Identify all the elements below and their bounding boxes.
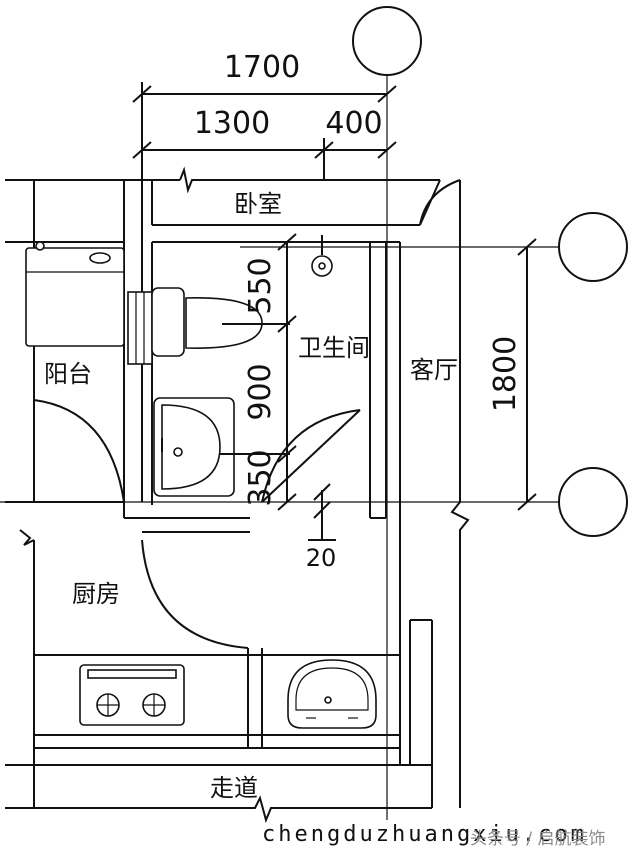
door-bathroom xyxy=(261,409,361,503)
top-dimensions xyxy=(132,82,397,180)
site-url: chengduzhuangxiu.com xyxy=(262,822,587,847)
label-balcony: 阳台 xyxy=(44,360,92,388)
dim-1300: 1300 xyxy=(194,106,270,141)
door-kitchen xyxy=(141,539,249,649)
tick-400-right xyxy=(377,141,397,159)
bathroom-washbasin xyxy=(153,397,290,497)
floor-drain xyxy=(311,235,333,277)
dim-20: 20 xyxy=(306,544,337,572)
tick-1300-right xyxy=(314,141,334,159)
dim-550: 550 xyxy=(243,257,278,314)
label-bedroom: 卧室 xyxy=(234,190,282,218)
toilet xyxy=(127,287,290,365)
axis-bubble-right-upper xyxy=(558,212,628,282)
label-bathroom: 卫生间 xyxy=(298,334,370,362)
dim-900: 900 xyxy=(243,363,278,420)
tick-1300-left xyxy=(132,141,152,159)
dim-350: 350 xyxy=(243,449,278,506)
axis-bubble-right-lower xyxy=(558,467,628,537)
dim-1800: 1800 xyxy=(488,336,523,412)
dim-400: 400 xyxy=(325,106,382,141)
label-kitchen: 厨房 xyxy=(72,580,120,608)
right-dimension xyxy=(517,238,537,511)
bathroom-vertical-dimension xyxy=(277,233,336,541)
door-balcony xyxy=(33,399,125,503)
horizontal-walls xyxy=(5,166,440,824)
tick-1700-left xyxy=(132,85,152,103)
watermark: 头条号 / 启航装饰 xyxy=(470,829,606,849)
label-living-room: 客厅 xyxy=(410,356,458,384)
axis-bubble-top xyxy=(352,6,422,76)
washing-machine xyxy=(25,241,125,347)
kitchen-sink xyxy=(287,659,377,729)
dim-1700: 1700 xyxy=(224,50,300,85)
door-bedroom xyxy=(419,179,461,226)
kitchen-stove xyxy=(79,664,185,726)
tick-1700-right xyxy=(377,85,397,103)
label-corridor: 走道 xyxy=(210,774,258,802)
